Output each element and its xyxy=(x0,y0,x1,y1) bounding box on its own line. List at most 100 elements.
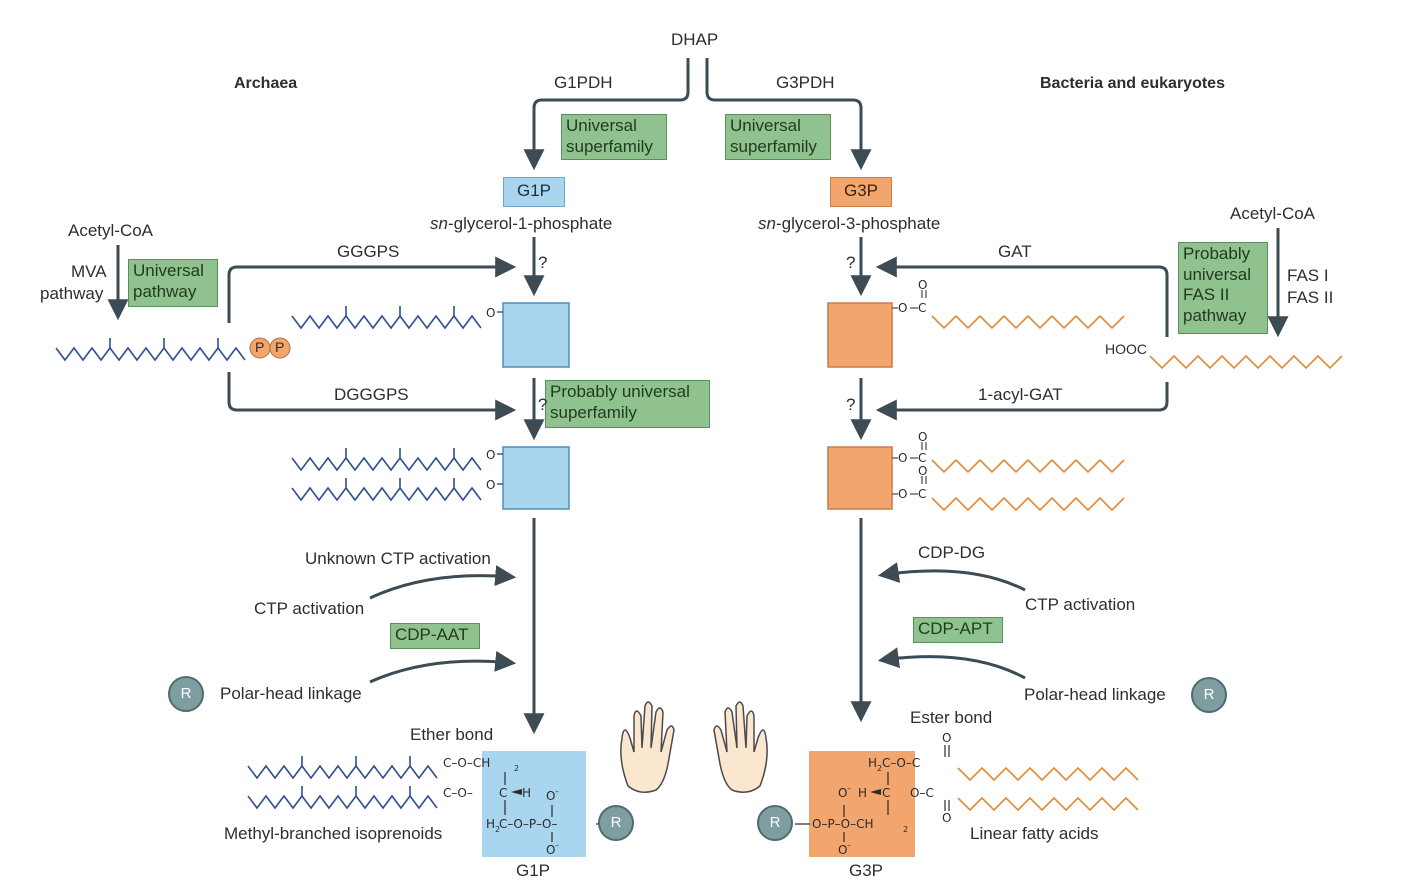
svg-text:O: O xyxy=(918,430,927,444)
svg-text:O–C: O–C xyxy=(910,786,934,800)
svg-text:2: 2 xyxy=(514,764,519,773)
g3pdh-label: G3PDH xyxy=(776,73,835,92)
g1p-bottom-label: G1P xyxy=(516,861,551,880)
archaea-header: Archaea xyxy=(234,75,298,92)
ctp-curve-right xyxy=(877,562,1026,592)
g3p-box: G3P xyxy=(830,177,892,207)
up-line2: pathway xyxy=(133,281,197,301)
g3p-bottom-label: G3P xyxy=(849,861,884,880)
ester-bond-label: Ester bond xyxy=(910,708,993,727)
svg-text:H: H xyxy=(868,756,877,770)
dhap-label: DHAP xyxy=(671,30,719,49)
probably-universal-superfamily-box: Probably universal superfamily xyxy=(545,380,710,428)
cdp-aat-box: CDP-AAT xyxy=(390,623,480,649)
up-line1: Universal xyxy=(133,261,204,280)
pp-circle-2 xyxy=(269,337,291,359)
svg-text:O: O xyxy=(546,843,555,857)
gggps-label: GGGPS xyxy=(337,242,400,261)
g1p-r-circle: R xyxy=(598,805,634,841)
mva-pathway-label: pathway xyxy=(40,284,104,303)
svg-text:H: H xyxy=(522,786,531,800)
pf-line3: FAS II xyxy=(1183,285,1230,305)
g1p-bonds xyxy=(504,772,600,842)
svg-text:O: O xyxy=(838,786,847,800)
svg-text:C: C xyxy=(918,451,926,465)
left-hand-icon xyxy=(620,701,675,793)
svg-text:O: O xyxy=(486,306,495,320)
right-ctp-activation: CTP activation xyxy=(1025,595,1136,614)
left-us-line1: Universal xyxy=(566,116,637,135)
svg-text:C–O–: C–O– xyxy=(443,786,473,800)
pp-p2: P xyxy=(275,339,285,355)
svg-text:–: – xyxy=(555,841,559,850)
g1p-sn: sn xyxy=(430,214,448,233)
methyl-branched-label: Methyl-branched isoprenoids xyxy=(224,824,443,843)
g3p-fullname: sn-glycerol-3-phosphate xyxy=(758,214,940,234)
mva-label: MVA xyxy=(71,262,107,281)
svg-text:2: 2 xyxy=(495,825,500,834)
right-question-2: ? xyxy=(846,395,856,414)
right-us-line2: superfamily xyxy=(730,136,817,156)
universal-pathway-box: Universal pathway xyxy=(128,259,218,307)
svg-text:C: C xyxy=(882,786,890,800)
left-question-2: ? xyxy=(538,395,548,414)
left-r-circle: R xyxy=(168,676,204,712)
gat-arrow xyxy=(875,256,1169,337)
g1p-wedge xyxy=(511,789,522,795)
g3p-square-1 xyxy=(827,302,893,368)
dgggps-label: DGGGPS xyxy=(334,385,409,404)
g1p-fullname: sn-glycerol-1-phosphate xyxy=(430,214,613,234)
fatty-acid-chains xyxy=(931,314,1343,812)
acyl-gat-arrow xyxy=(875,382,1169,421)
g1p-square-1 xyxy=(502,302,570,368)
probably-fas-box: Probably universal FAS II pathway xyxy=(1178,242,1268,334)
pus-line1: Probably universal xyxy=(550,382,690,401)
linear-fatty-label: Linear fatty acids xyxy=(970,824,1099,843)
right-r-circle: R xyxy=(1191,677,1227,713)
bacteria-header: Bacteria and eukaryotes xyxy=(1040,75,1225,92)
svg-text:C: C xyxy=(918,487,926,501)
svg-text:H: H xyxy=(858,786,867,800)
svg-text:2: 2 xyxy=(877,764,882,773)
g3p-wedge xyxy=(870,789,881,795)
polar-curve-right xyxy=(877,647,1026,680)
svg-text:O: O xyxy=(942,731,951,745)
pus-line2: superfamily xyxy=(550,402,637,422)
g1p-bottom-panel xyxy=(482,751,586,857)
g1pdh-label: G1PDH xyxy=(554,73,613,92)
left-polar-head: Polar-head linkage xyxy=(220,684,362,703)
ether-bond-label: Ether bond xyxy=(410,725,494,744)
isoprenoid-chains xyxy=(55,306,482,810)
svg-text:O: O xyxy=(918,464,927,478)
svg-text:C–O–P–O–: C–O–P–O– xyxy=(499,817,558,831)
left-ctp-activation: CTP activation xyxy=(254,599,365,618)
svg-text:–: – xyxy=(555,787,559,796)
right-ester-links xyxy=(892,290,927,495)
g1p-box: G1P xyxy=(503,177,565,207)
hooc-label: HOOC xyxy=(1105,341,1147,357)
svg-text:O: O xyxy=(838,843,847,857)
svg-text:O: O xyxy=(546,789,555,803)
g1p-square-2 xyxy=(502,446,570,510)
right-question-1: ? xyxy=(846,253,856,272)
svg-text:C: C xyxy=(918,301,926,315)
left-question-1: ? xyxy=(538,253,548,272)
fas1-label: FAS I xyxy=(1287,266,1329,285)
left-ester-links xyxy=(497,311,503,485)
svg-text:O: O xyxy=(486,478,495,492)
ctp-curve-left xyxy=(369,565,517,600)
g3pdh-arrow xyxy=(705,58,872,171)
svg-text:O: O xyxy=(942,811,951,825)
g1p-name: -glycerol-1-phosphate xyxy=(447,214,613,233)
g3p-square-2 xyxy=(827,446,893,510)
acyl-gat-label: 1-acyl-GAT xyxy=(978,385,1063,404)
pf-line2: universal xyxy=(1183,264,1252,284)
cdp-dg-label: CDP-DG xyxy=(918,543,986,562)
pp-p1: P xyxy=(255,339,265,355)
g3p-r-circle: R xyxy=(757,805,793,841)
g1pdh-arrow xyxy=(523,58,690,171)
